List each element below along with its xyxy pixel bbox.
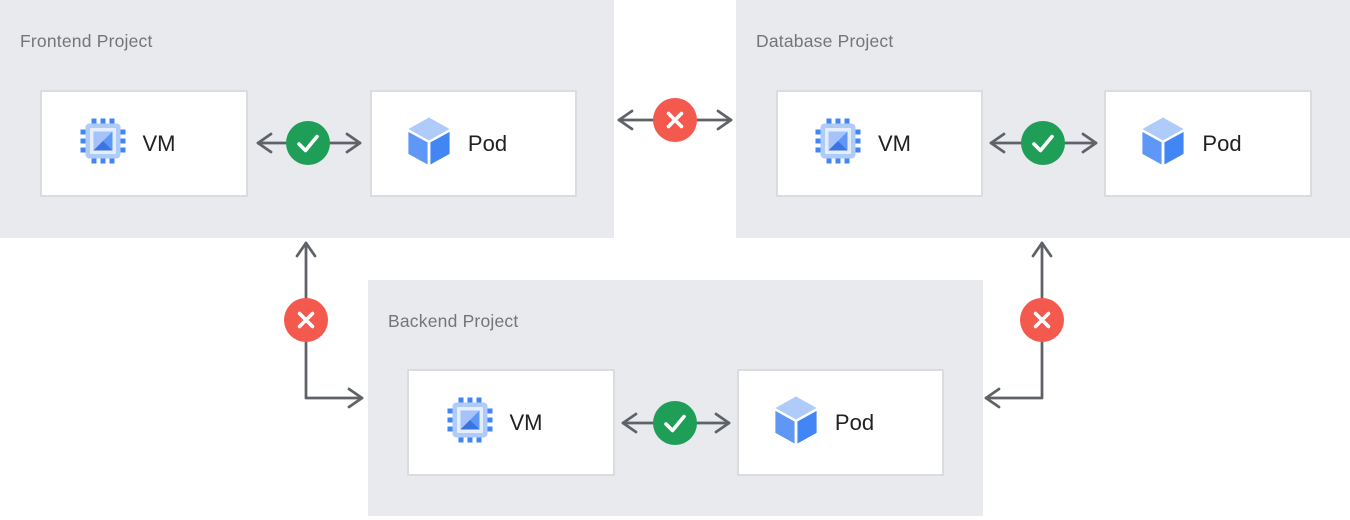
project-label: Frontend Project [20, 31, 153, 51]
node-label: Pod [1202, 130, 1242, 156]
database-vm-node: VM [776, 90, 983, 197]
project-label: Backend Project [388, 311, 519, 331]
pod-icon [1140, 116, 1186, 171]
backend-pod-node: Pod [737, 369, 944, 476]
check-circle-icon [653, 401, 697, 445]
check-circle-icon [1021, 121, 1065, 165]
node-label: VM [142, 130, 176, 156]
vm-icon [446, 396, 494, 449]
check-circle-icon [286, 121, 330, 165]
vm-icon [79, 117, 127, 170]
x-circle-icon [653, 98, 697, 142]
database-pod-node: Pod [1104, 90, 1312, 197]
x-circle-icon [284, 298, 328, 342]
node-label: VM [509, 409, 543, 435]
x-circle-icon [1020, 298, 1064, 342]
project-backend: Backend Project VM [368, 280, 983, 516]
frontend-pod-node: Pod [370, 90, 577, 197]
node-label: Pod [834, 409, 875, 435]
project-database: Database Project VM [736, 0, 1350, 238]
node-label: Pod [467, 130, 508, 156]
project-label: Database Project [756, 31, 894, 51]
frontend-vm-node: VM [40, 90, 248, 197]
pod-icon [406, 116, 452, 171]
vm-icon [814, 117, 862, 170]
backend-vm-node: VM [407, 369, 615, 476]
pod-icon [773, 395, 819, 450]
node-label: VM [878, 130, 911, 156]
project-frontend: Frontend Project VM [0, 0, 614, 238]
